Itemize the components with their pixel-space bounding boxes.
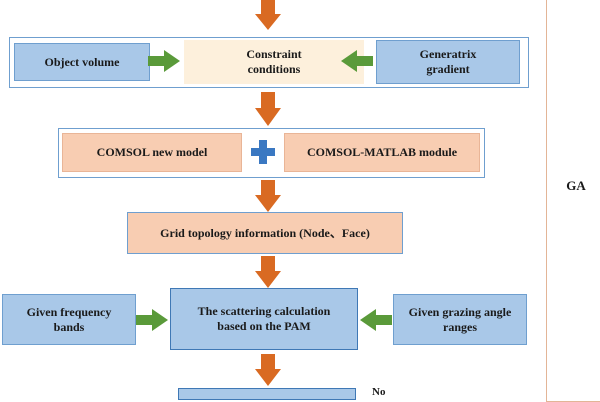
scattering-calculation-box: The scattering calculation based on the …: [170, 288, 358, 350]
grid-topology-box: Grid topology information (Node、Face): [127, 212, 403, 254]
ga-label: GA: [566, 178, 586, 193]
generatrix-gradient-box: Generatrix gradient: [376, 40, 520, 84]
object-volume-label: Object volume: [44, 54, 120, 69]
down-arrow-icon: [255, 92, 281, 126]
left-arrow-icon: [341, 50, 373, 72]
comsol-matlab-module-label: COMSOL-MATLAB module: [306, 145, 458, 159]
given-grazing-angle-ranges-label: Given grazing angle ranges: [408, 304, 512, 334]
given-frequency-bands-label: Given frequency bands: [26, 304, 112, 334]
comsol-new-model-label: COMSOL new model: [96, 145, 208, 159]
right-arrow-icon: [148, 50, 180, 72]
plus-icon: [251, 140, 275, 164]
down-arrow-icon: [255, 354, 281, 386]
constraint-conditions-box: Constraint conditions: [184, 40, 364, 84]
next-step-box: [178, 388, 356, 400]
scattering-calculation-label: The scattering calculation based on the …: [197, 304, 331, 333]
down-arrow-icon: [255, 180, 281, 212]
down-arrow-icon: [255, 256, 281, 288]
down-arrow-icon: [255, 0, 281, 30]
ga-panel: [546, 0, 600, 402]
left-arrow-icon: [360, 309, 392, 331]
generatrix-gradient-label: Generatrix gradient: [419, 47, 477, 76]
comsol-matlab-module-box: COMSOL-MATLAB module: [284, 133, 480, 172]
object-volume-box: Object volume: [14, 43, 150, 81]
grid-topology-label: Grid topology information (Node、Face): [160, 225, 370, 240]
decision-no-label: No: [372, 386, 386, 398]
given-grazing-angle-ranges-box: Given grazing angle ranges: [393, 294, 527, 345]
right-arrow-icon: [136, 309, 168, 331]
constraint-conditions-label: Constraint conditions: [246, 47, 302, 76]
given-frequency-bands-box: Given frequency bands: [2, 294, 136, 345]
comsol-new-model-box: COMSOL new model: [62, 133, 242, 172]
